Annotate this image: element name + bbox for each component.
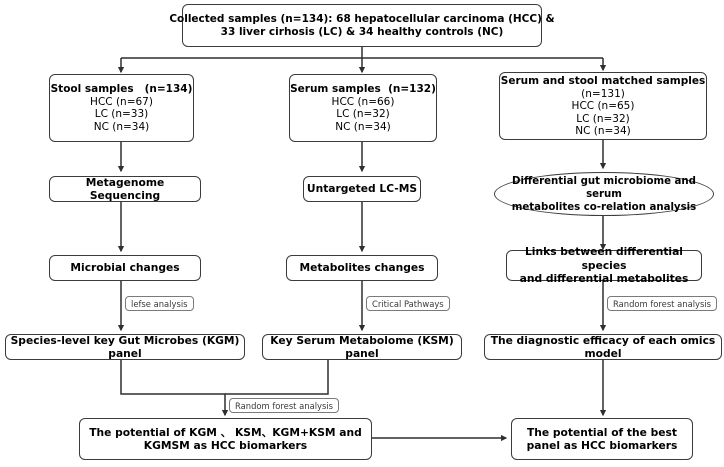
diagnostic-efficacy-label: The diagnostic efficacy of each omics mo… — [490, 333, 716, 361]
node-metagenome-sequencing[interactable]: Metagenome Sequencing — [49, 176, 201, 202]
node-potential-best[interactable]: The potential of the best panel as HCC b… — [511, 418, 693, 460]
ksm-panel-label: Key Serum Metabolome (KSM) panel — [270, 333, 454, 361]
node-diagnostic-efficacy[interactable]: The diagnostic efficacy of each omics mo… — [484, 334, 722, 360]
serum-samples-nc: NC (n=34) — [335, 120, 391, 133]
random-forest-right-text: Random forest analysis — [613, 298, 712, 309]
matched-samples-nc: NC (n=34) — [575, 125, 631, 137]
node-untargeted-lcms[interactable]: Untargeted LC-MS — [303, 176, 421, 202]
matched-samples-lc: LC (n=32) — [576, 112, 630, 125]
node-serum-samples[interactable]: Serum samples (n=132) HCC (n=66) LC (n=3… — [289, 74, 437, 142]
node-ksm-panel[interactable]: Key Serum Metabolome (KSM) panel — [262, 334, 462, 360]
node-stool-samples[interactable]: Stool samples (n=134) HCC (n=67) LC (n=3… — [49, 74, 194, 142]
edge-label-random-forest-right: Random forest analysis — [607, 296, 718, 311]
stool-samples-hcc: HCC (n=67) — [90, 95, 153, 108]
critical-pathways-text: Critical Pathways — [372, 298, 444, 309]
wire-ksm-to-merge — [225, 360, 329, 395]
serum-samples-hcc: HCC (n=66) — [331, 95, 395, 108]
edge-label-critical-pathways: Critical Pathways — [366, 296, 450, 311]
metagenome-sequencing-label: Metagenome Sequencing — [85, 175, 165, 203]
matched-samples-title: Serum and stool matched samples — [500, 74, 706, 87]
node-matched-samples[interactable]: Serum and stool matched samples (n=131) … — [499, 72, 707, 140]
potential-best-label: The potential of the best panel as HCC b… — [526, 425, 678, 453]
wire-kgm-to-potential — [120, 360, 229, 417]
untargeted-lcms-label: Untargeted LC-MS — [306, 182, 418, 196]
serum-samples-title: Serum samples (n=132) — [290, 82, 436, 95]
matched-samples-hcc: HCC (n=65) — [571, 100, 635, 112]
node-links-species-metabolites[interactable]: Links between differential species and d… — [506, 245, 702, 285]
metabolites-changes-label: Metabolites changes — [299, 261, 425, 275]
stool-samples-title: Stool samples (n=134) — [50, 82, 193, 95]
node-microbial-changes[interactable]: Microbial changes — [49, 255, 201, 281]
serum-samples-lc: LC (n=32) — [336, 108, 390, 121]
random-forest-bottom-text: Random forest analysis — [235, 400, 334, 411]
edge-label-random-forest-bottom: Random forest analysis — [229, 398, 340, 413]
kgm-panel-label: Species-level key Gut Microbes (KGM) pan… — [10, 333, 240, 361]
edge-label-lefse-analysis: lefse analysis — [125, 296, 194, 311]
corelation-analysis-label: Differential gut microbiome and serum me… — [511, 175, 697, 213]
node-potential-combined[interactable]: The potential of KGM 、 KSM、KGM+KSM and K… — [79, 418, 372, 460]
node-kgm-panel[interactable]: Species-level key Gut Microbes (KGM) pan… — [5, 334, 245, 360]
microbial-changes-label: Microbial changes — [70, 261, 180, 275]
stool-samples-lc: LC (n=33) — [94, 108, 149, 121]
node-collected-samples[interactable]: Collected samples (n=134): 68 hepatocell… — [169, 4, 555, 47]
node-metabolites-changes[interactable]: Metabolites changes — [286, 255, 438, 281]
lefse-analysis-text: lefse analysis — [131, 298, 188, 309]
potential-combined-label: The potential of KGM 、 KSM、KGM+KSM and K… — [89, 425, 362, 453]
stool-samples-nc: NC (n=34) — [93, 120, 150, 133]
collected-samples-line1: Collected samples (n=134): 68 hepatocell… — [169, 12, 555, 25]
matched-samples-n: (n=131) — [581, 87, 625, 100]
node-corelation-analysis[interactable]: Differential gut microbiome and serum me… — [494, 172, 714, 216]
links-species-metabolites-label: Links between differential species and d… — [519, 245, 689, 286]
collected-samples-line2: 33 liver cirhosis (LC) & 34 healthy cont… — [220, 25, 504, 38]
